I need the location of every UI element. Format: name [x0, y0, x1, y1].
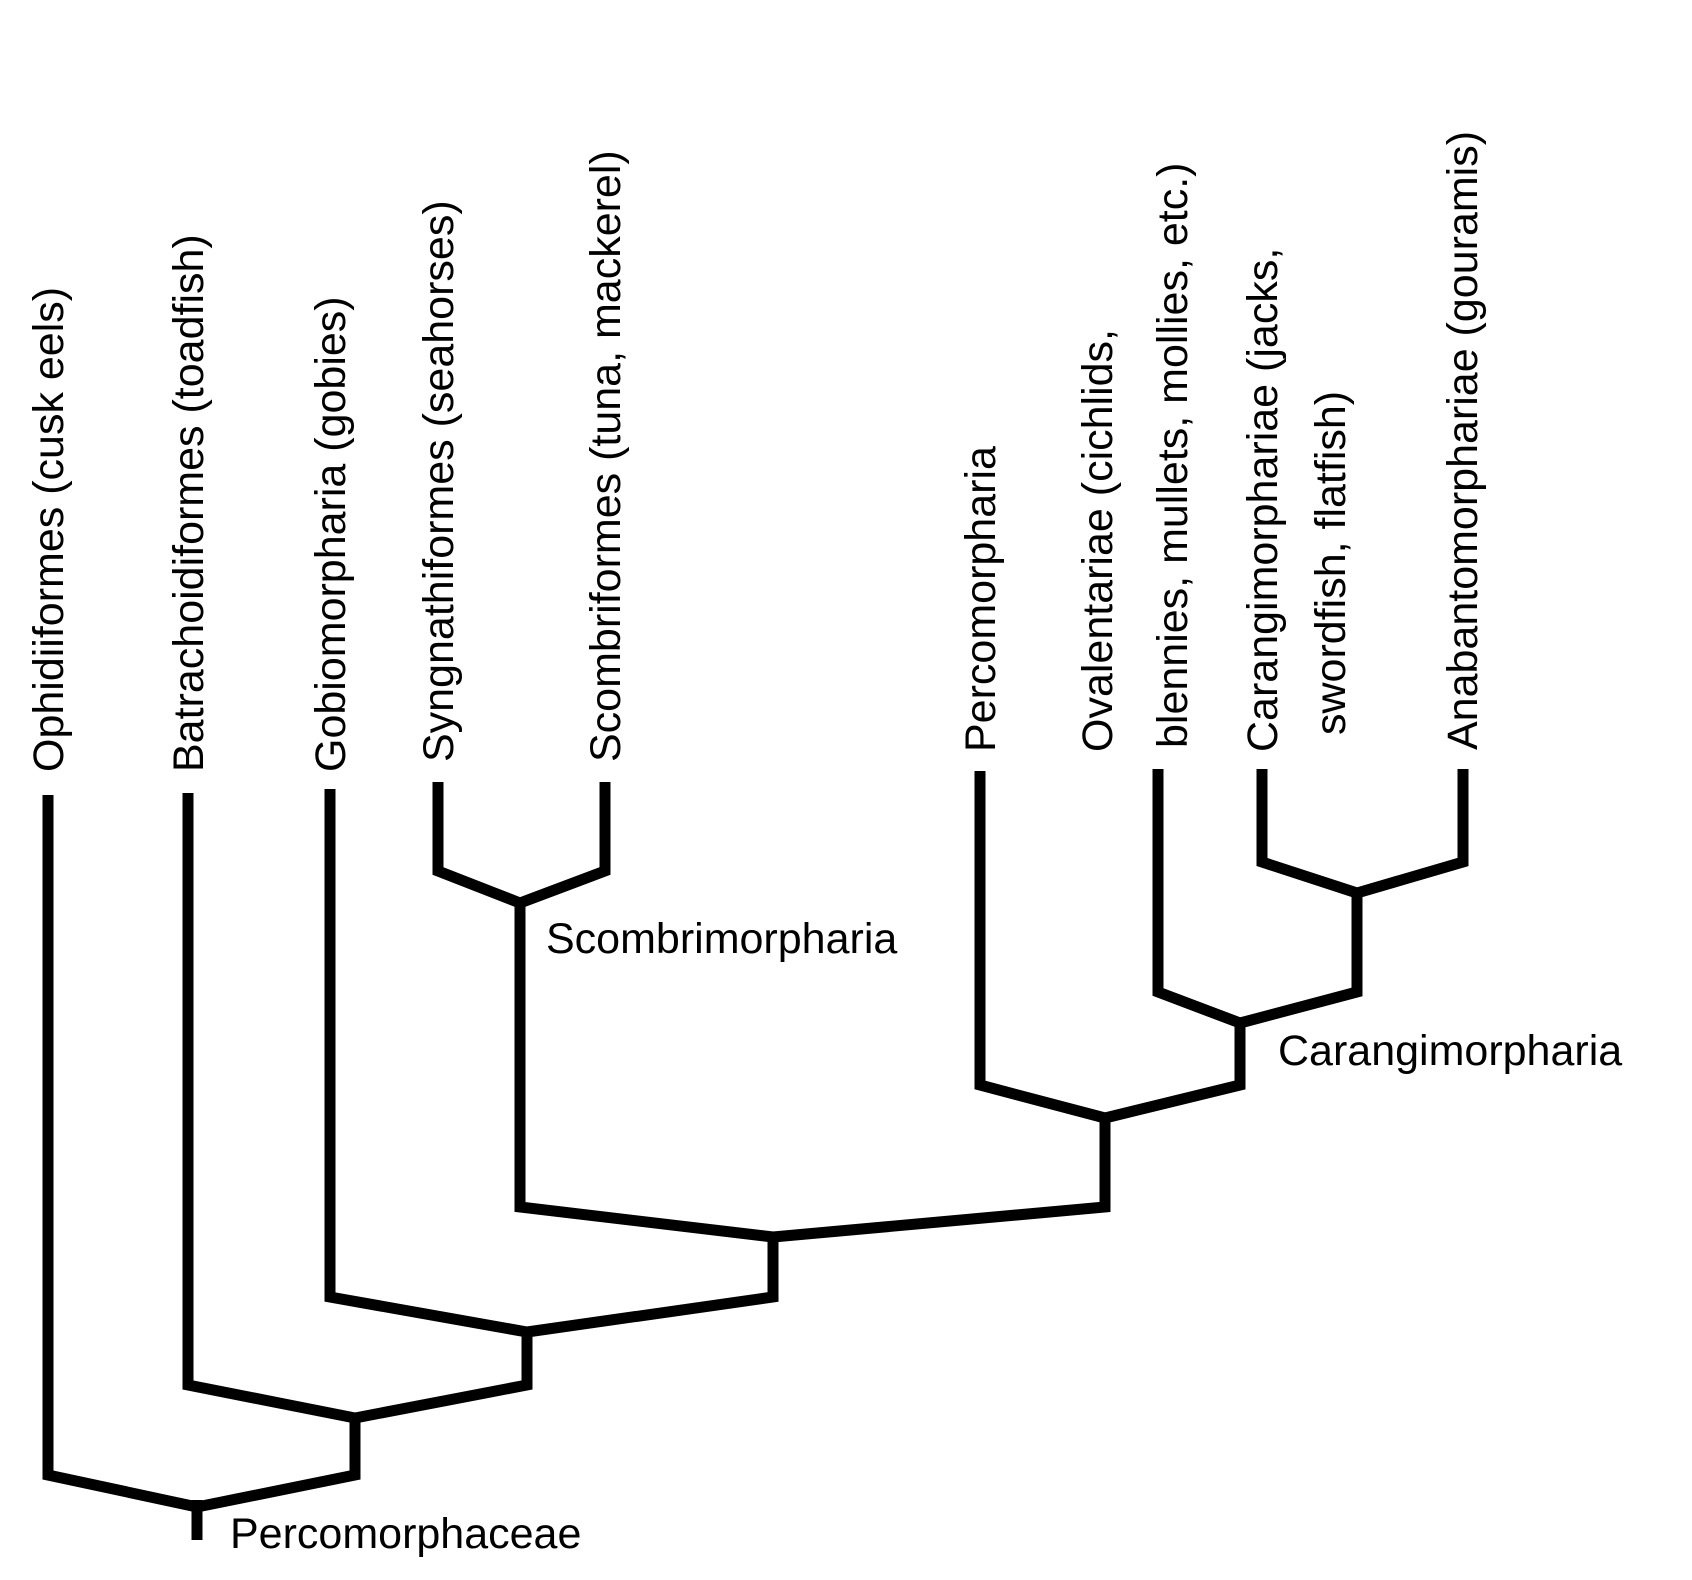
batrachoidiformes-branch	[182, 793, 357, 1424]
taxon-label-percomorpharia: Percomorpharia	[957, 446, 1005, 752]
clade-label-scombrimorpharia: Scombrimorpharia	[546, 915, 897, 963]
taxon-label-ovalentariae-line1: Ovalentariae (cichlids,	[1074, 329, 1122, 752]
taxon-label-gobiomorpharia: Gobiomorpharia (gobies)	[307, 296, 355, 772]
taxon-label-carangimorphariae-line2: swordfish, flatfish)	[1307, 391, 1355, 735]
taxon-label-anabantomorphariae: Anabantomorphariae (gouramis)	[1439, 131, 1487, 750]
taxon-label-syngnathiformes: Syngnathiformes (seahorses)	[415, 200, 463, 762]
taxon-label-carangimorphariae-line1: Carangimorphariae (jacks,	[1239, 248, 1287, 752]
taxon-labels: Ophidiiformes (cusk eels) Batrachoidifor…	[25, 131, 1487, 772]
carangimorpharia-inner-branch	[1238, 893, 1363, 1029]
taxon-label-ophidiiformes: Ophidiiformes (cusk eels)	[25, 287, 73, 772]
scombriformes-branch	[518, 782, 611, 909]
root-inner-branch	[195, 1418, 361, 1513]
clade-label-percomorphaceae: Percomorphaceae	[230, 1510, 581, 1558]
gobiomorpharia-branch	[324, 789, 528, 1338]
clade-label-carangimorpharia: Carangimorpharia	[1278, 1027, 1622, 1075]
ophidiiformes-branch	[42, 795, 199, 1513]
syngnathiformes-branch	[432, 782, 522, 909]
anabantomorphariae-branch	[1355, 769, 1469, 899]
percomorpharia-branch	[974, 771, 1107, 1124]
ovalentariae-branch	[1152, 769, 1242, 1029]
tree-branches	[42, 769, 1469, 1540]
clade-labels: Scombrimorpharia Carangimorpharia Percom…	[230, 915, 1622, 1558]
taxon-label-scombriformes: Scombriformes (tuna, mackerel)	[582, 150, 630, 762]
node5-inner-branch	[1103, 1023, 1246, 1124]
node3-inner-branch	[526, 1237, 779, 1338]
percomorpharia-stem-branch	[772, 1118, 1111, 1243]
node2-inner-branch	[353, 1332, 533, 1424]
scombrimorpharia-stem-branch	[514, 903, 774, 1243]
taxon-label-batrachoidiformes: Batrachoidiformes (toadfish)	[165, 234, 213, 772]
carangimorphariae-branch	[1256, 769, 1359, 899]
taxon-label-ovalentariae-line2: blennies, mullets, mollies, etc.)	[1149, 163, 1197, 749]
